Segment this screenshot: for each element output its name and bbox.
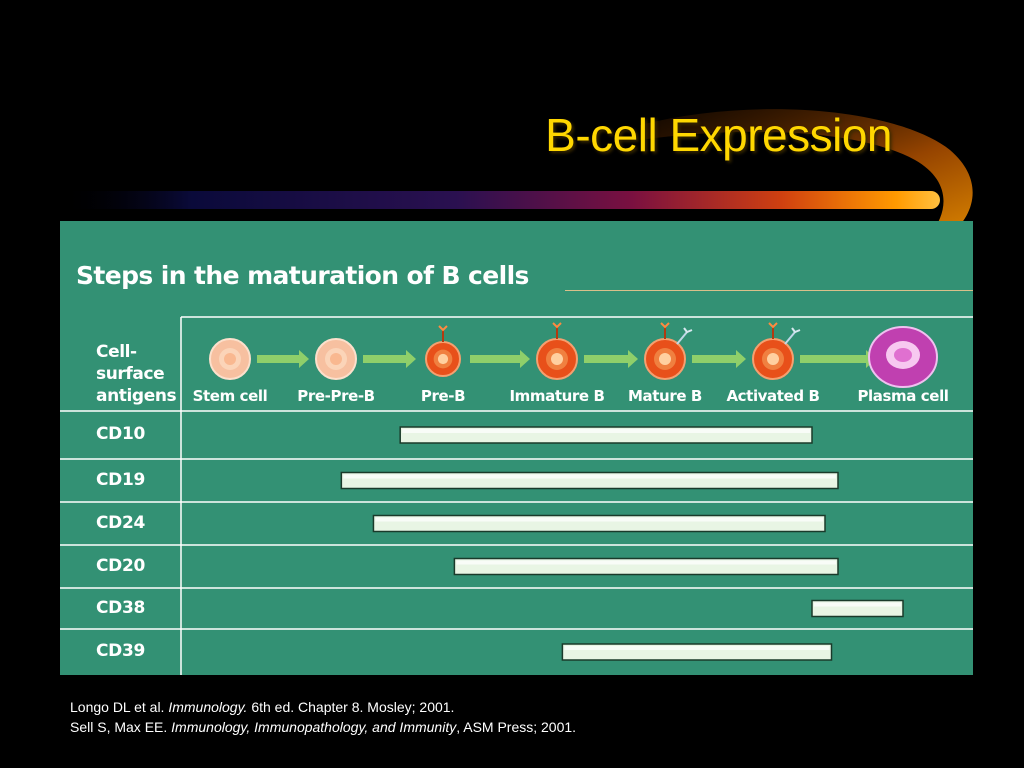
progression-arrow <box>692 350 746 368</box>
cell-surface-antigens-label: Cell- surface antigens <box>96 341 177 407</box>
citation-1: Longo DL et al. Immunology. 6th ed. Chap… <box>70 699 455 715</box>
corner-label-line: surface <box>96 364 165 384</box>
cell-nucleus-core <box>224 353 236 365</box>
receptor-tip <box>660 322 670 329</box>
receptor-tip <box>552 322 562 329</box>
expression-bar-highlight <box>564 646 830 650</box>
stage-label: Stem cell <box>192 387 268 405</box>
stage-label: Plasma cell <box>857 387 949 405</box>
stage-label: Pre-Pre-B <box>297 387 375 405</box>
progression-arrow <box>363 350 416 368</box>
citations: Longo DL et al. Immunology. 6th ed. Chap… <box>70 697 576 737</box>
antigen-icon <box>784 331 796 345</box>
progression-arrow <box>257 350 309 368</box>
antigen-row-label: CD39 <box>96 641 146 661</box>
expression-bar-highlight <box>375 517 823 522</box>
corner-label-line: Cell- <box>96 342 137 362</box>
antigen-icon <box>676 331 688 345</box>
antigen-tip <box>683 327 693 334</box>
plasma-cell-nucleus-core <box>894 348 912 362</box>
figure-grid <box>60 316 973 675</box>
cell-nucleus-core <box>330 353 342 365</box>
cell-nucleus-core <box>437 353 449 365</box>
cell-nucleus-core <box>659 353 671 365</box>
antigen-row-label: CD24 <box>96 512 146 533</box>
corner-label-line: antigens <box>96 386 177 406</box>
receptor-tip <box>438 325 448 332</box>
antigen-tip <box>791 327 801 334</box>
expression-bar-highlight <box>343 474 836 479</box>
citation-2: Sell S, Max EE. Immunology, Immunopathol… <box>70 719 577 735</box>
maturation-figure: Steps in the maturation of B cells Cell-… <box>60 221 973 675</box>
stage-label: Immature B <box>509 387 605 405</box>
antigen-row-label: CD20 <box>96 555 146 576</box>
expression-bar-highlight <box>456 560 836 565</box>
stage-label: Pre-B <box>420 387 466 405</box>
slide-title: B-cell Expression <box>545 109 892 161</box>
antigen-row-label: CD10 <box>96 424 146 444</box>
expression-bar-highlight <box>814 602 901 607</box>
cell-nucleus-core <box>767 353 779 365</box>
figure-heading: Steps in the maturation of B cells <box>76 261 529 290</box>
stage-label: Activated B <box>726 387 820 405</box>
progression-arrow <box>470 350 530 368</box>
antigen-row-label: CD38 <box>96 597 146 618</box>
antigen-row-label: CD19 <box>96 469 146 490</box>
progression-arrow <box>800 350 876 368</box>
stage-label: Mature B <box>628 387 702 405</box>
receptor-tip <box>768 322 778 329</box>
cell-nucleus-core <box>551 353 563 365</box>
progression-arrow <box>584 350 638 368</box>
heading-rule <box>565 290 973 291</box>
expression-bar-highlight <box>402 429 810 433</box>
